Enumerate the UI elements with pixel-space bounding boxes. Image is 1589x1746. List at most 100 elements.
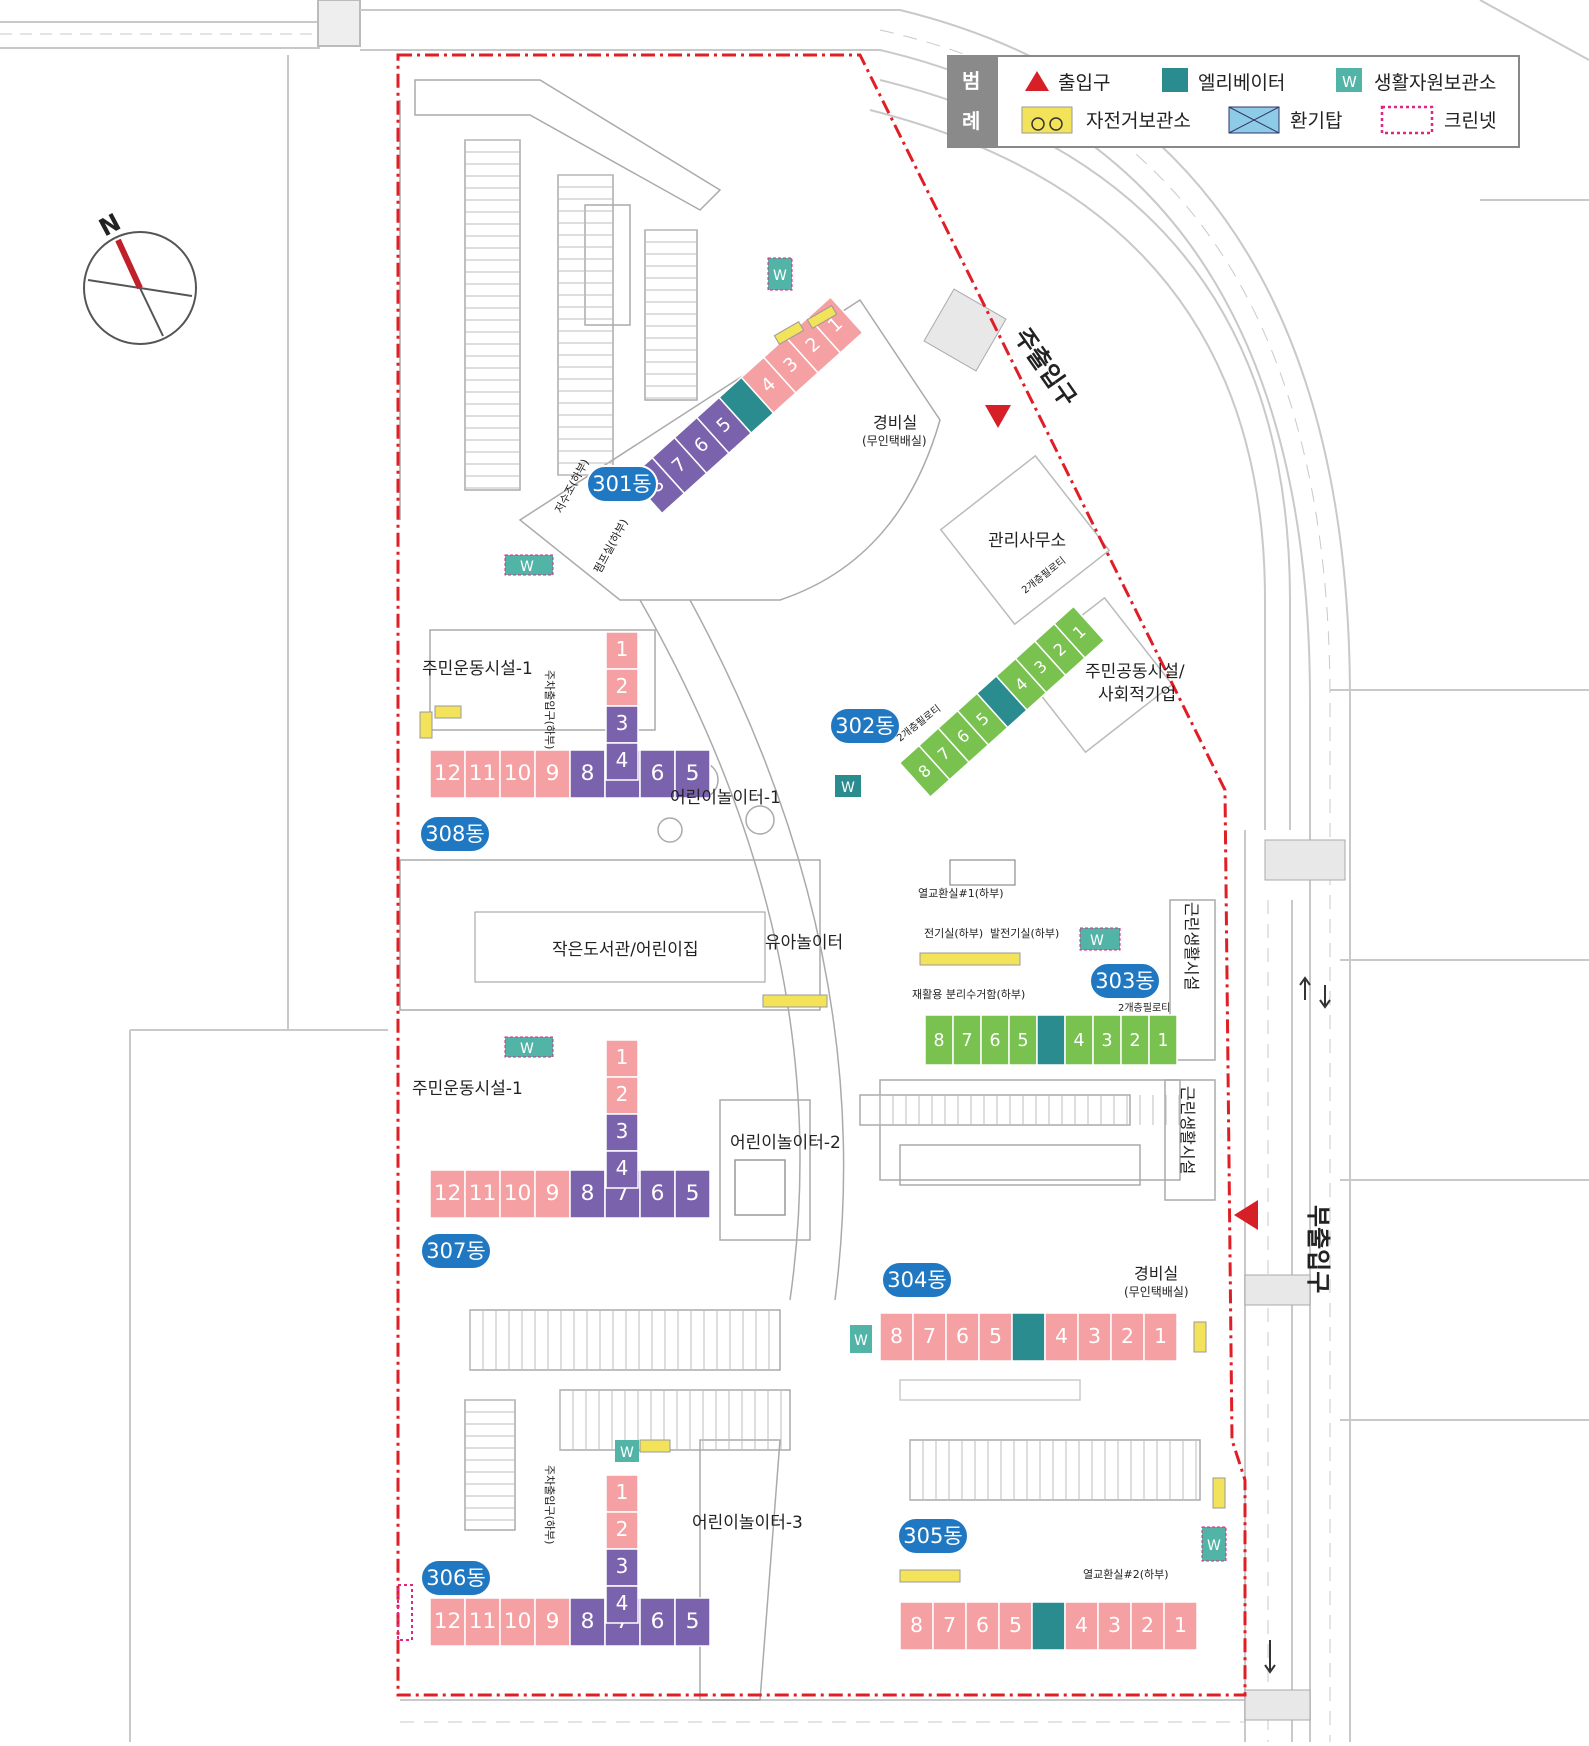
unit-number: 12 — [434, 761, 462, 786]
compass-north-label: N — [94, 208, 125, 242]
unit-cell — [605, 1474, 639, 1513]
unit-number: 2 — [1121, 1324, 1134, 1348]
unit-cell — [639, 749, 676, 799]
unit-number: 1 — [616, 1480, 629, 1504]
unit-cell — [674, 749, 711, 799]
badge-301[interactable]: 301동 — [586, 465, 658, 503]
management-office: 관리사무소 — [988, 531, 1066, 551]
unit-cell — [605, 631, 639, 670]
recycle-w-icon: W — [1079, 927, 1121, 951]
unit-number: 4 — [1073, 1031, 1084, 1051]
unit-number: 7 — [961, 1031, 972, 1051]
unit-number: 2 — [616, 1082, 629, 1106]
unit-number: 11 — [469, 1181, 497, 1206]
pump-room: 펌프실(하부) — [591, 516, 631, 575]
unit-number: 3 — [1088, 1324, 1101, 1348]
svg-text:W: W — [1207, 1538, 1221, 1554]
unit-number: 3 — [1108, 1613, 1121, 1637]
unit-number: 10 — [504, 761, 532, 786]
recycle-w-icon: W — [615, 1440, 639, 1462]
bike-storage-icon — [806, 304, 838, 330]
bike-storage-icon — [773, 320, 805, 346]
facility-labels: 경비실 (무인택배실) 관리사무소 주민공동시설/ 사회적기업 주민운동시설-1… — [412, 413, 1201, 1581]
legend-title-1: 범 — [962, 69, 980, 93]
badge-304[interactable]: 304동 — [881, 1261, 953, 1299]
badge-305[interactable]: 305동 — [897, 1517, 969, 1555]
unit-cell — [998, 1601, 1033, 1651]
recycle-w-icon: W — [504, 554, 554, 576]
bike-storage-icon — [1193, 1321, 1207, 1353]
playground-2: 어린이놀이터-2 — [730, 1133, 841, 1153]
unit-number: 6 — [651, 1181, 665, 1206]
unit-number: 9 — [546, 761, 560, 786]
badge-303[interactable]: 303동 — [1089, 962, 1161, 1000]
community-facility: 주민공동시설/ — [1085, 662, 1185, 682]
unit-number: 7 — [923, 1324, 936, 1348]
unit-cell — [879, 1312, 914, 1362]
recycle-w-icon: W — [835, 775, 861, 797]
unit-number: 8 — [910, 1613, 923, 1637]
unit-number: 5 — [1009, 1613, 1022, 1637]
unit-cell — [605, 1585, 639, 1624]
unit-number: 5 — [1017, 1031, 1028, 1051]
guard-room-2: 경비실 — [1134, 1264, 1178, 1283]
unit-number: 4 — [616, 1591, 629, 1615]
unit-cell — [605, 1511, 639, 1550]
unit-cell — [1064, 1601, 1099, 1651]
electric-room: 전기실(하부) — [924, 926, 983, 940]
legend-elevator: 엘리베이터 — [1198, 72, 1285, 94]
sub-entrance-arrow-icon — [1234, 1200, 1258, 1230]
recycle-w-icon — [1336, 68, 1362, 92]
unit-number: 2 — [1141, 1613, 1154, 1637]
crosswalks — [923, 288, 1346, 1721]
cleannet-icon — [397, 1584, 413, 1641]
badge-305-label: 305동 — [903, 1524, 962, 1548]
badge-307-label: 307동 — [426, 1239, 485, 1263]
bike-storage-icon — [1021, 106, 1073, 134]
unit-number: 10 — [504, 1609, 532, 1634]
unit-number: 6 — [989, 1031, 1000, 1051]
vent-tower-icon — [1228, 106, 1280, 134]
unit-cell — [1092, 1014, 1122, 1066]
fitness-facility-2: 주민운동시설-1 — [412, 1079, 523, 1099]
recycle-w-icon: W — [1201, 1526, 1227, 1562]
unit-number: 12 — [434, 1181, 462, 1206]
retail-1: 근린생활시설 — [1182, 902, 1201, 990]
unit-cell — [605, 742, 639, 781]
guard-room-1-sub: (무인택배실) — [862, 434, 927, 448]
unit-number: 6 — [651, 1609, 665, 1634]
bike-markers — [419, 304, 1226, 1583]
unit-number: 1 — [1157, 1031, 1168, 1051]
unit-cell — [912, 1312, 947, 1362]
legend-title-2: 례 — [962, 109, 980, 133]
badge-308[interactable]: 308동 — [419, 815, 491, 853]
badge-306[interactable]: 306동 — [420, 1559, 492, 1597]
building-units: 8765432187654321876543218765432187654321… — [429, 295, 1198, 1651]
guard-room-2-sub: (무인택배실) — [1124, 1285, 1189, 1299]
svg-text:W: W — [520, 559, 534, 575]
svg-text:W: W — [620, 1445, 634, 1461]
retail-2: 근린생활시설 — [1178, 1086, 1197, 1174]
badge-302[interactable]: 302동 — [829, 707, 901, 745]
bike-storage-icon — [762, 994, 828, 1008]
unit-cell — [534, 1597, 571, 1647]
entrance-triangle-icon — [1025, 71, 1049, 91]
building-badges: 301동 302동 303동 304동 305동 306동 307동 308동 — [419, 465, 1161, 1597]
site-boundary — [396, 53, 1247, 1697]
bike-storage-icon — [434, 705, 462, 719]
badge-307[interactable]: 307동 — [420, 1232, 492, 1270]
unit-number: 10 — [504, 1181, 532, 1206]
legend-vent: 환기탑 — [1290, 110, 1342, 132]
heat-exchange-1: 열교환실#1(하부) — [918, 886, 1004, 900]
unit-cell — [605, 705, 639, 744]
unit-number: 5 — [686, 1609, 700, 1634]
bike-storage-icon — [1212, 1477, 1226, 1509]
legend: 범 례 출입구 엘리베이터 W 생활자원보관소 자전거보관소 환기탑 크린넷 — [947, 55, 1520, 148]
unit-number: 11 — [469, 1609, 497, 1634]
unit-cell — [429, 749, 466, 799]
